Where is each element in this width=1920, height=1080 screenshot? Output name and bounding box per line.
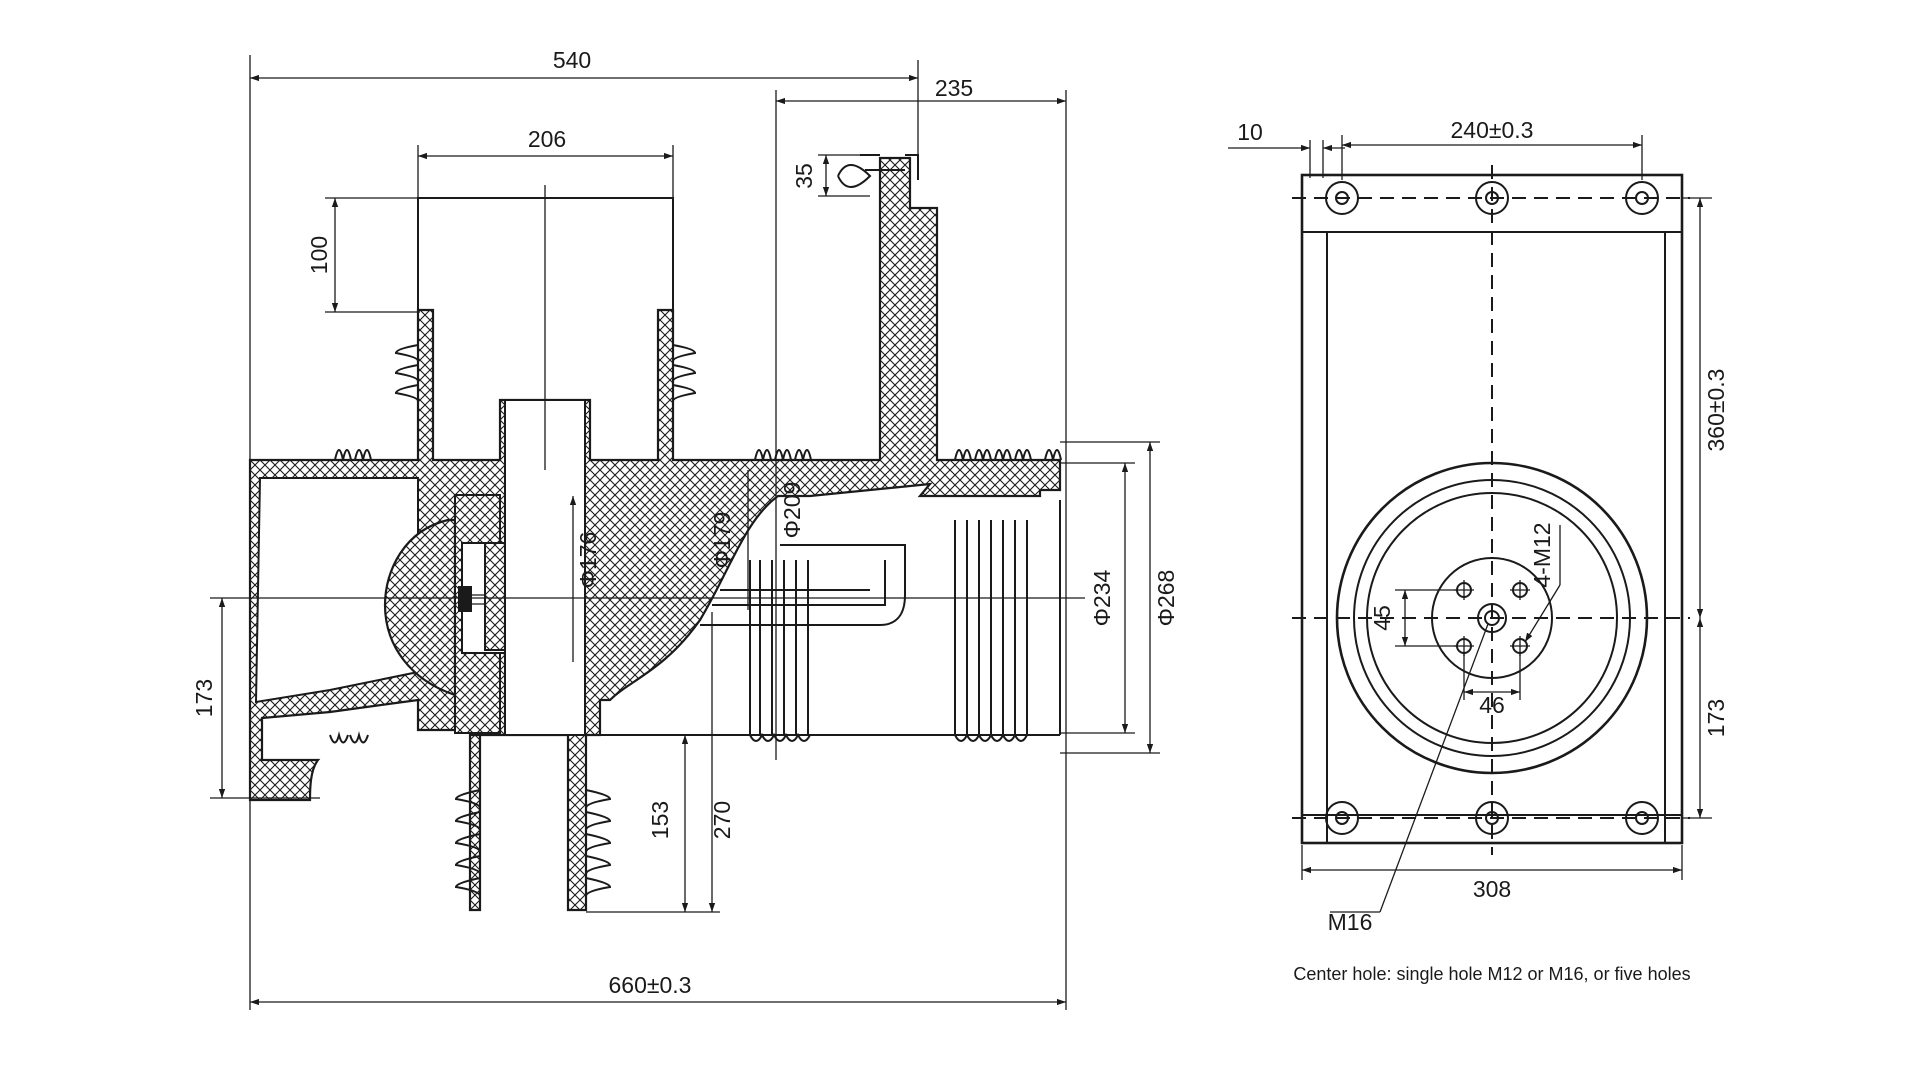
left-cavity (254, 477, 419, 704)
outer-ring (1335, 461, 1649, 775)
lower-fins (329, 731, 612, 897)
dim-4m12: 4-M12 (1529, 522, 1555, 587)
dim-660: 660±0.3 (609, 972, 692, 998)
insulator-body (248, 156, 1062, 912)
dim-phi179: Φ179 (709, 512, 735, 569)
side-view: 540 235 206 100 35 Φ176 Φ179 Φ209 (191, 47, 1179, 1010)
spherical-cap (383, 518, 457, 697)
dim-173: 173 (191, 679, 217, 717)
flange-fins (334, 449, 1062, 461)
dim-153: 153 (647, 801, 673, 839)
dim-46: 46 (1479, 692, 1505, 718)
upper-fins-left (394, 344, 697, 402)
dim-35: 35 (791, 163, 817, 189)
dim-m16: M16 (1328, 909, 1373, 935)
dim-540: 540 (553, 47, 591, 73)
stud-core (458, 586, 472, 612)
dim-206: 206 (528, 126, 566, 152)
dim-240: 240±0.3 (1451, 117, 1534, 143)
dim-phi234: Φ234 (1089, 569, 1115, 626)
dim-173-end: 173 (1703, 699, 1729, 737)
end-view: 10 240±0.3 360±0.3 173 45 46 4-M12 308 (1228, 117, 1729, 984)
dim-45: 45 (1369, 605, 1395, 631)
dim-10: 10 (1237, 119, 1263, 145)
bolt-holes (1325, 181, 1659, 835)
dim-phi209: Φ209 (779, 482, 805, 539)
center-hole-note: Center hole: single hole M12 or M16, or … (1293, 964, 1690, 984)
dim-phi268: Φ268 (1153, 570, 1179, 627)
dim-270: 270 (709, 801, 735, 839)
dim-360: 360±0.3 (1703, 369, 1729, 452)
dim-100: 100 (306, 236, 332, 274)
dim-phi176: Φ176 (575, 532, 601, 589)
dim-235: 235 (935, 75, 973, 101)
dim-308: 308 (1473, 876, 1511, 902)
corrugations (749, 500, 1061, 742)
